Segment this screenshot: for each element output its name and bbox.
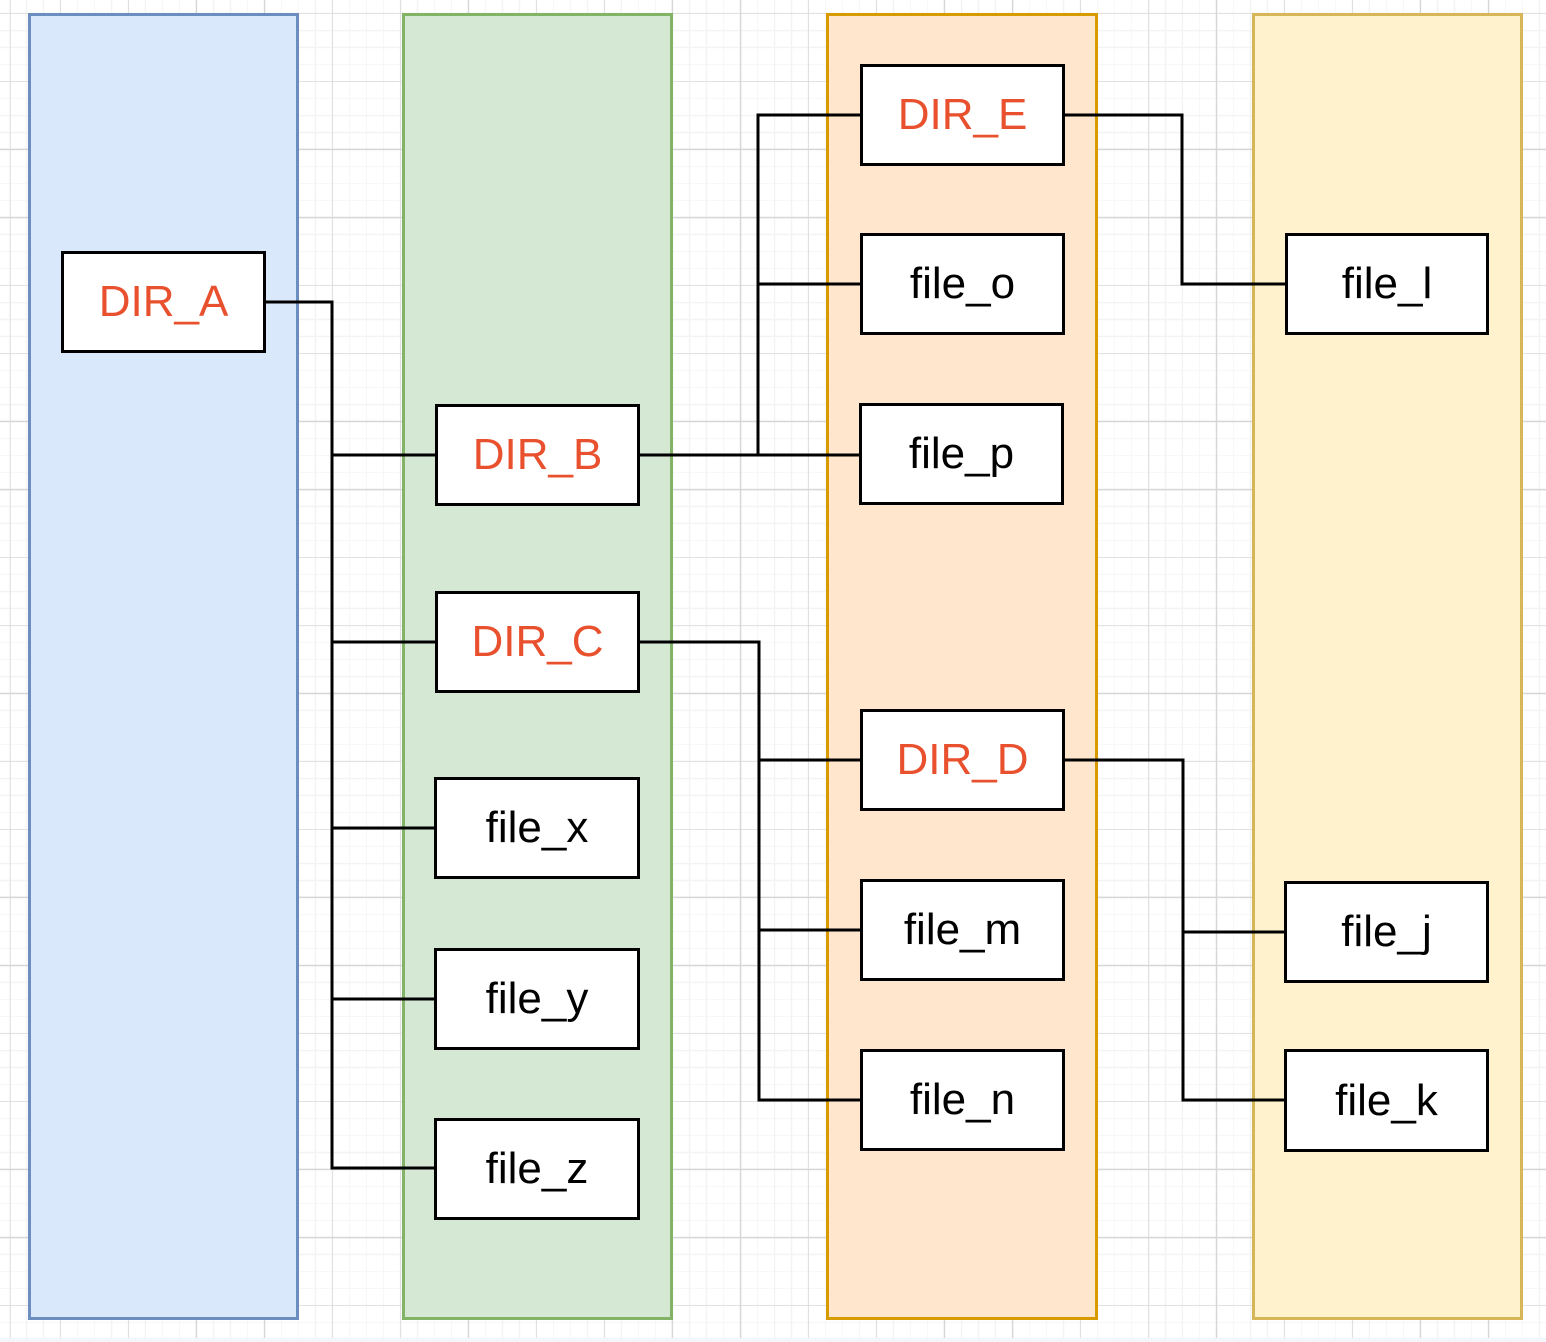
node-label-file-x: file_x [485, 803, 589, 852]
node-dir-d: DIR_D [860, 709, 1065, 811]
node-dir-c: DIR_C [435, 591, 640, 693]
column-1 [28, 13, 299, 1320]
node-label-dir-b: DIR_B [472, 430, 603, 479]
node-file-y: file_y [434, 948, 640, 1050]
node-label-file-o: file_o [909, 259, 1016, 308]
node-dir-e: DIR_E [860, 64, 1065, 166]
bottom-edge-strip [0, 1338, 1546, 1342]
node-file-n: file_n [860, 1049, 1065, 1151]
node-label-file-k: file_k [1335, 1075, 1438, 1125]
node-dir-b: DIR_B [435, 404, 640, 506]
node-label-file-l: file_l [1341, 259, 1433, 308]
node-label-file-j: file_j [1341, 907, 1432, 956]
node-file-l: file_l [1285, 233, 1489, 335]
node-file-j: file_j [1284, 881, 1489, 983]
node-file-z: file_z [434, 1118, 640, 1220]
node-file-m: file_m [860, 879, 1065, 981]
node-file-p: file_p [859, 403, 1064, 505]
node-label-file-p: file_p [908, 429, 1015, 478]
node-label-file-n: file_n [909, 1075, 1016, 1124]
node-label-file-m: file_m [903, 905, 1022, 954]
node-dir-a: DIR_A [61, 251, 266, 353]
node-label-dir-d: DIR_D [896, 735, 1029, 784]
node-label-dir-c: DIR_C [471, 617, 604, 666]
node-label-dir-a: DIR_A [98, 277, 229, 326]
node-label-dir-e: DIR_E [897, 90, 1028, 139]
node-label-file-z: file_z [485, 1144, 589, 1193]
node-file-x: file_x [434, 777, 640, 879]
node-label-file-y: file_y [485, 974, 589, 1023]
node-file-o: file_o [860, 233, 1065, 335]
node-file-k: file_k [1284, 1049, 1489, 1152]
